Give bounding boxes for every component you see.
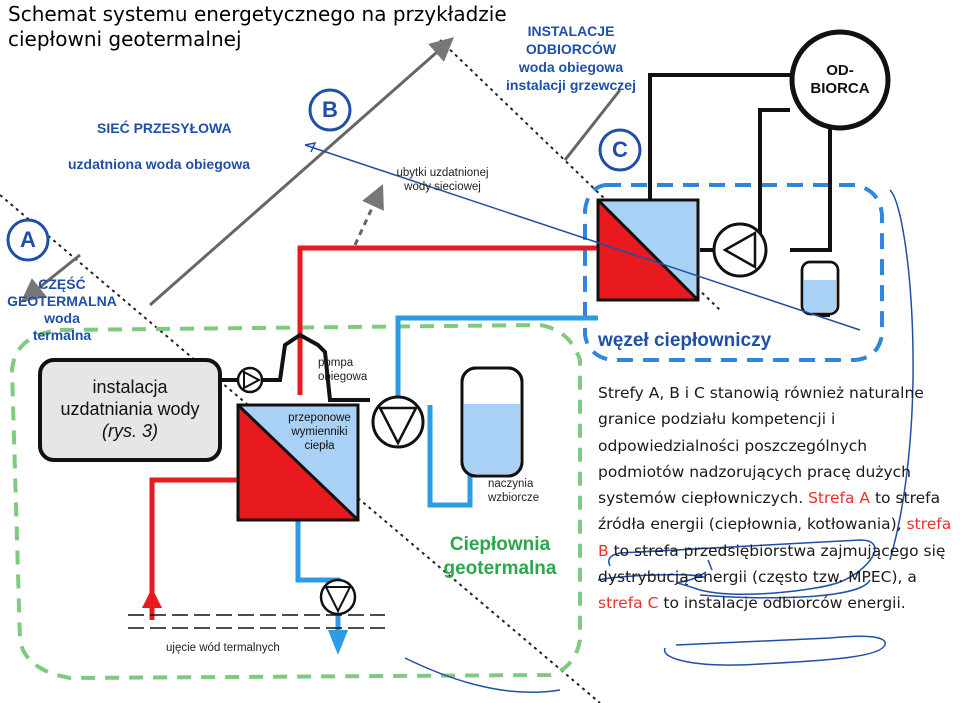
- plant-exchanger: [236, 403, 360, 522]
- inflow-arrow: [142, 588, 162, 608]
- losses-line-2: wody sieciowej: [404, 181, 481, 193]
- consumer-line-1: OD-: [826, 62, 854, 79]
- installations-line-4: instalacji grzewczej: [506, 77, 636, 93]
- geo-part-line-2: GEOTERMALNA: [7, 293, 117, 309]
- description-part-3: to strefa przedsiębiorstwa zajmującego s…: [598, 541, 946, 587]
- title-line-1: Schemat systemu energetycznego na przykł…: [8, 2, 507, 26]
- description-text: Strefy A, B i C stanowią również natural…: [598, 380, 953, 617]
- installations-label: INSTALACJE ODBIORCÓW woda obiegowa insta…: [496, 22, 646, 94]
- description-part-1: Strefy A, B i C stanowią również natural…: [598, 384, 924, 508]
- installations-line-2: ODBIORCÓW: [525, 41, 617, 57]
- treatment-box: [38, 358, 222, 462]
- thermal-inflow-pipe: [149, 477, 238, 620]
- consumer-return-b: [790, 120, 832, 252]
- zone-b-outline: [699, 579, 871, 599]
- zone-a-label: A: [20, 227, 36, 252]
- geo-part-label: CZĘŚĆ GEOTERMALNA woda termalna: [2, 276, 122, 344]
- pump-label: pompa obiegowa: [318, 356, 367, 384]
- pump-loop-pipe: [262, 332, 370, 402]
- consumer-line-2: BIORCA: [810, 80, 870, 97]
- substation-exchanger: [596, 198, 700, 302]
- geo-part-line-1: CZĘŚĆ: [38, 276, 86, 292]
- plant-label: Ciepłownia geotermalna: [420, 533, 580, 581]
- intake-label: ujęcie wód termalnych: [166, 642, 280, 654]
- substation-vessel-icon: [800, 260, 840, 316]
- zone-c-label: C: [612, 137, 628, 162]
- expansion-vessel-icon: [460, 366, 524, 478]
- vessels-line-1: naczynia: [488, 478, 534, 490]
- losses-label: ubytki uzdatnionej wody sieciowej: [380, 166, 505, 194]
- treatment-label: instalacja uzdatniania wody (rys. 3): [42, 376, 218, 442]
- zone-a-outline-b: [597, 573, 706, 581]
- description-zone-a: Strefa A: [808, 489, 871, 508]
- pump-main-icon: [371, 395, 425, 449]
- vessels-label: naczynia wzbiorcze: [488, 477, 539, 505]
- outflow-arrow: [328, 630, 348, 655]
- pump-small-icon: [236, 366, 264, 394]
- network-title: SIEĆ PRZESYŁOWA: [97, 120, 232, 136]
- treatment-line-1: instalacja: [92, 377, 168, 397]
- treatment-line-3: (rys. 3): [102, 421, 158, 441]
- losses-line-1: ubytki uzdatnionej: [396, 167, 489, 179]
- plant-line-2: geotermalna: [443, 558, 557, 579]
- annotation-curve-a: [404, 657, 561, 694]
- annotation-head-b: [304, 141, 317, 153]
- pump-substation-icon: [712, 222, 768, 278]
- annotation-line-b: [304, 144, 861, 331]
- plant-boundary: [9, 322, 582, 681]
- pump-line-1: pompa: [318, 357, 354, 369]
- substation-label: węzeł ciepłowniczy: [598, 330, 772, 351]
- description-zone-c: strefa C: [598, 594, 659, 613]
- pump-well-icon: [319, 578, 357, 616]
- consumer-circle: [789, 29, 891, 131]
- network-arrow-up: [149, 37, 455, 307]
- zone-c-circle: [598, 128, 642, 172]
- network-subtitle: uzdatniona woda obiegowa: [68, 156, 250, 172]
- annotation-lines: [304, 141, 914, 694]
- geo-part-line-3: woda: [44, 310, 80, 326]
- exchangers-line-3: ciepła: [304, 440, 335, 452]
- exchangers-label: przeponowe wymienniki ciepła: [282, 411, 357, 453]
- installations-line-3: woda obiegowa: [518, 59, 624, 75]
- description-zone-b: strefa B: [598, 515, 952, 560]
- pump-line-2: obiegowa: [318, 371, 368, 383]
- description-part-4: to instalacje odbiorców energii.: [658, 594, 906, 613]
- hot-pipes: [149, 245, 598, 620]
- zone-c-outline: [663, 635, 886, 666]
- losses-arrow: [353, 184, 384, 246]
- exchangers-line-2: wymienniki: [291, 426, 348, 438]
- zone-a-circle: [6, 218, 50, 262]
- vessel-pipe: [427, 405, 473, 508]
- cold-return-pipe: [395, 315, 598, 420]
- exchangers-line-1: przeponowe: [288, 412, 351, 424]
- title-line-2: ciepłowni geotermalnej: [8, 27, 242, 51]
- annotation-curve-c: [889, 189, 914, 561]
- consumer-label: OD- BIORCA: [798, 62, 882, 98]
- geo-arrow-down: [20, 253, 81, 303]
- page-title: Schemat systemu energetycznego na przykł…: [8, 2, 507, 52]
- description-part-2: to strefa źródła energii (ciepłownia, ko…: [598, 489, 941, 534]
- installations-line-1: INSTALACJE: [527, 23, 615, 39]
- consumer-supply: [648, 73, 790, 200]
- network-line-c: [563, 89, 622, 161]
- substation-boundary: [583, 183, 884, 362]
- treatment-line-2: uzdatniania wody: [60, 399, 200, 419]
- zone-b-circle: [308, 88, 352, 132]
- hot-supply-pipe: [297, 245, 598, 395]
- vessels-line-2: wzbiorcze: [488, 492, 540, 504]
- plant-line-1: Ciepłownia: [449, 534, 551, 555]
- network-arrows: [20, 37, 622, 307]
- ground-lines: [128, 614, 385, 629]
- zone-b-label: B: [322, 97, 338, 122]
- zone-a-outline: [608, 539, 876, 595]
- geo-part-line-4: termalna: [32, 327, 92, 343]
